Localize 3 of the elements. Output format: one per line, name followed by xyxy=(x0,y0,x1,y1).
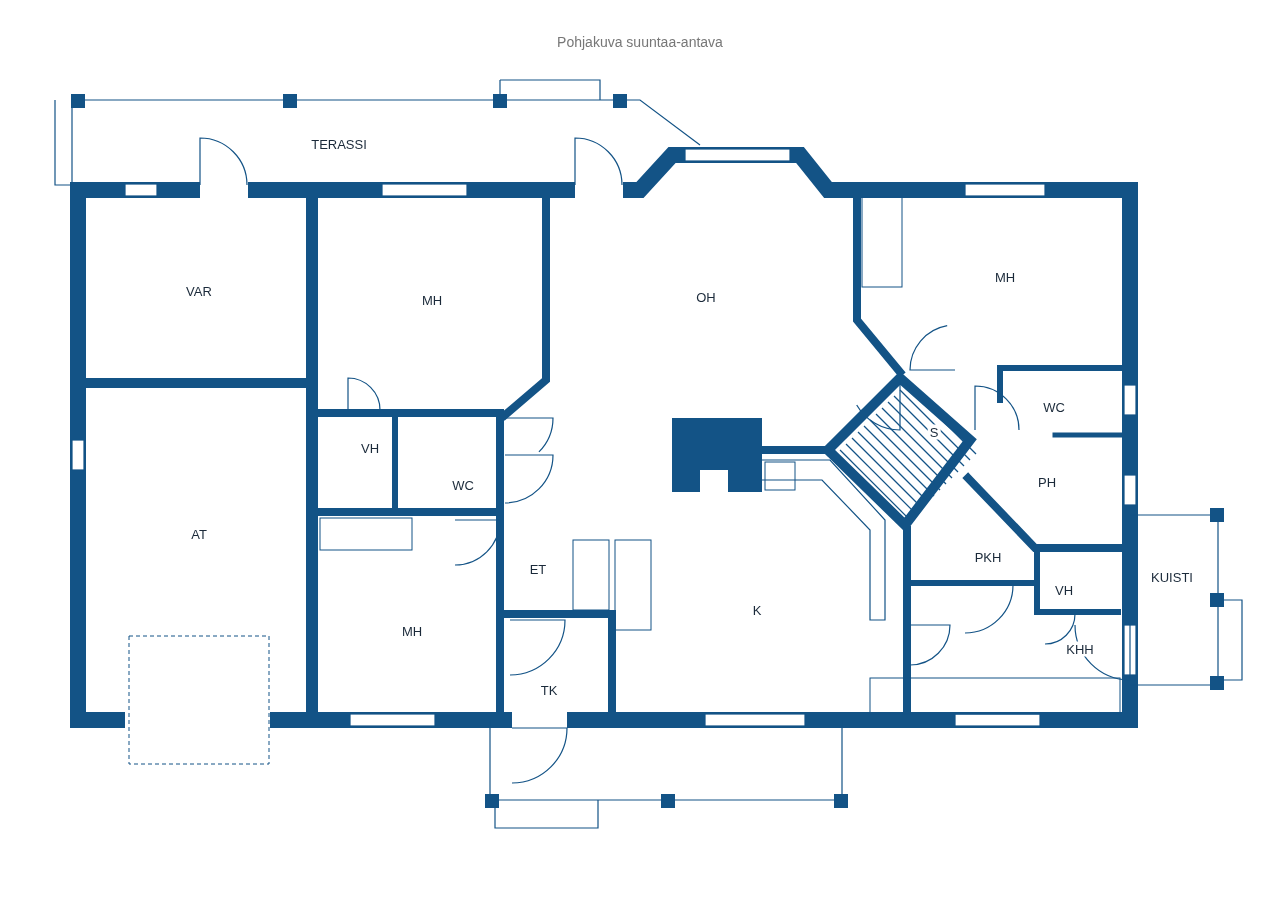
plan-title: Pohjakuva suuntaa-antava xyxy=(556,34,724,50)
room-label: S xyxy=(927,424,941,440)
room-label: KHH xyxy=(1064,641,1096,657)
